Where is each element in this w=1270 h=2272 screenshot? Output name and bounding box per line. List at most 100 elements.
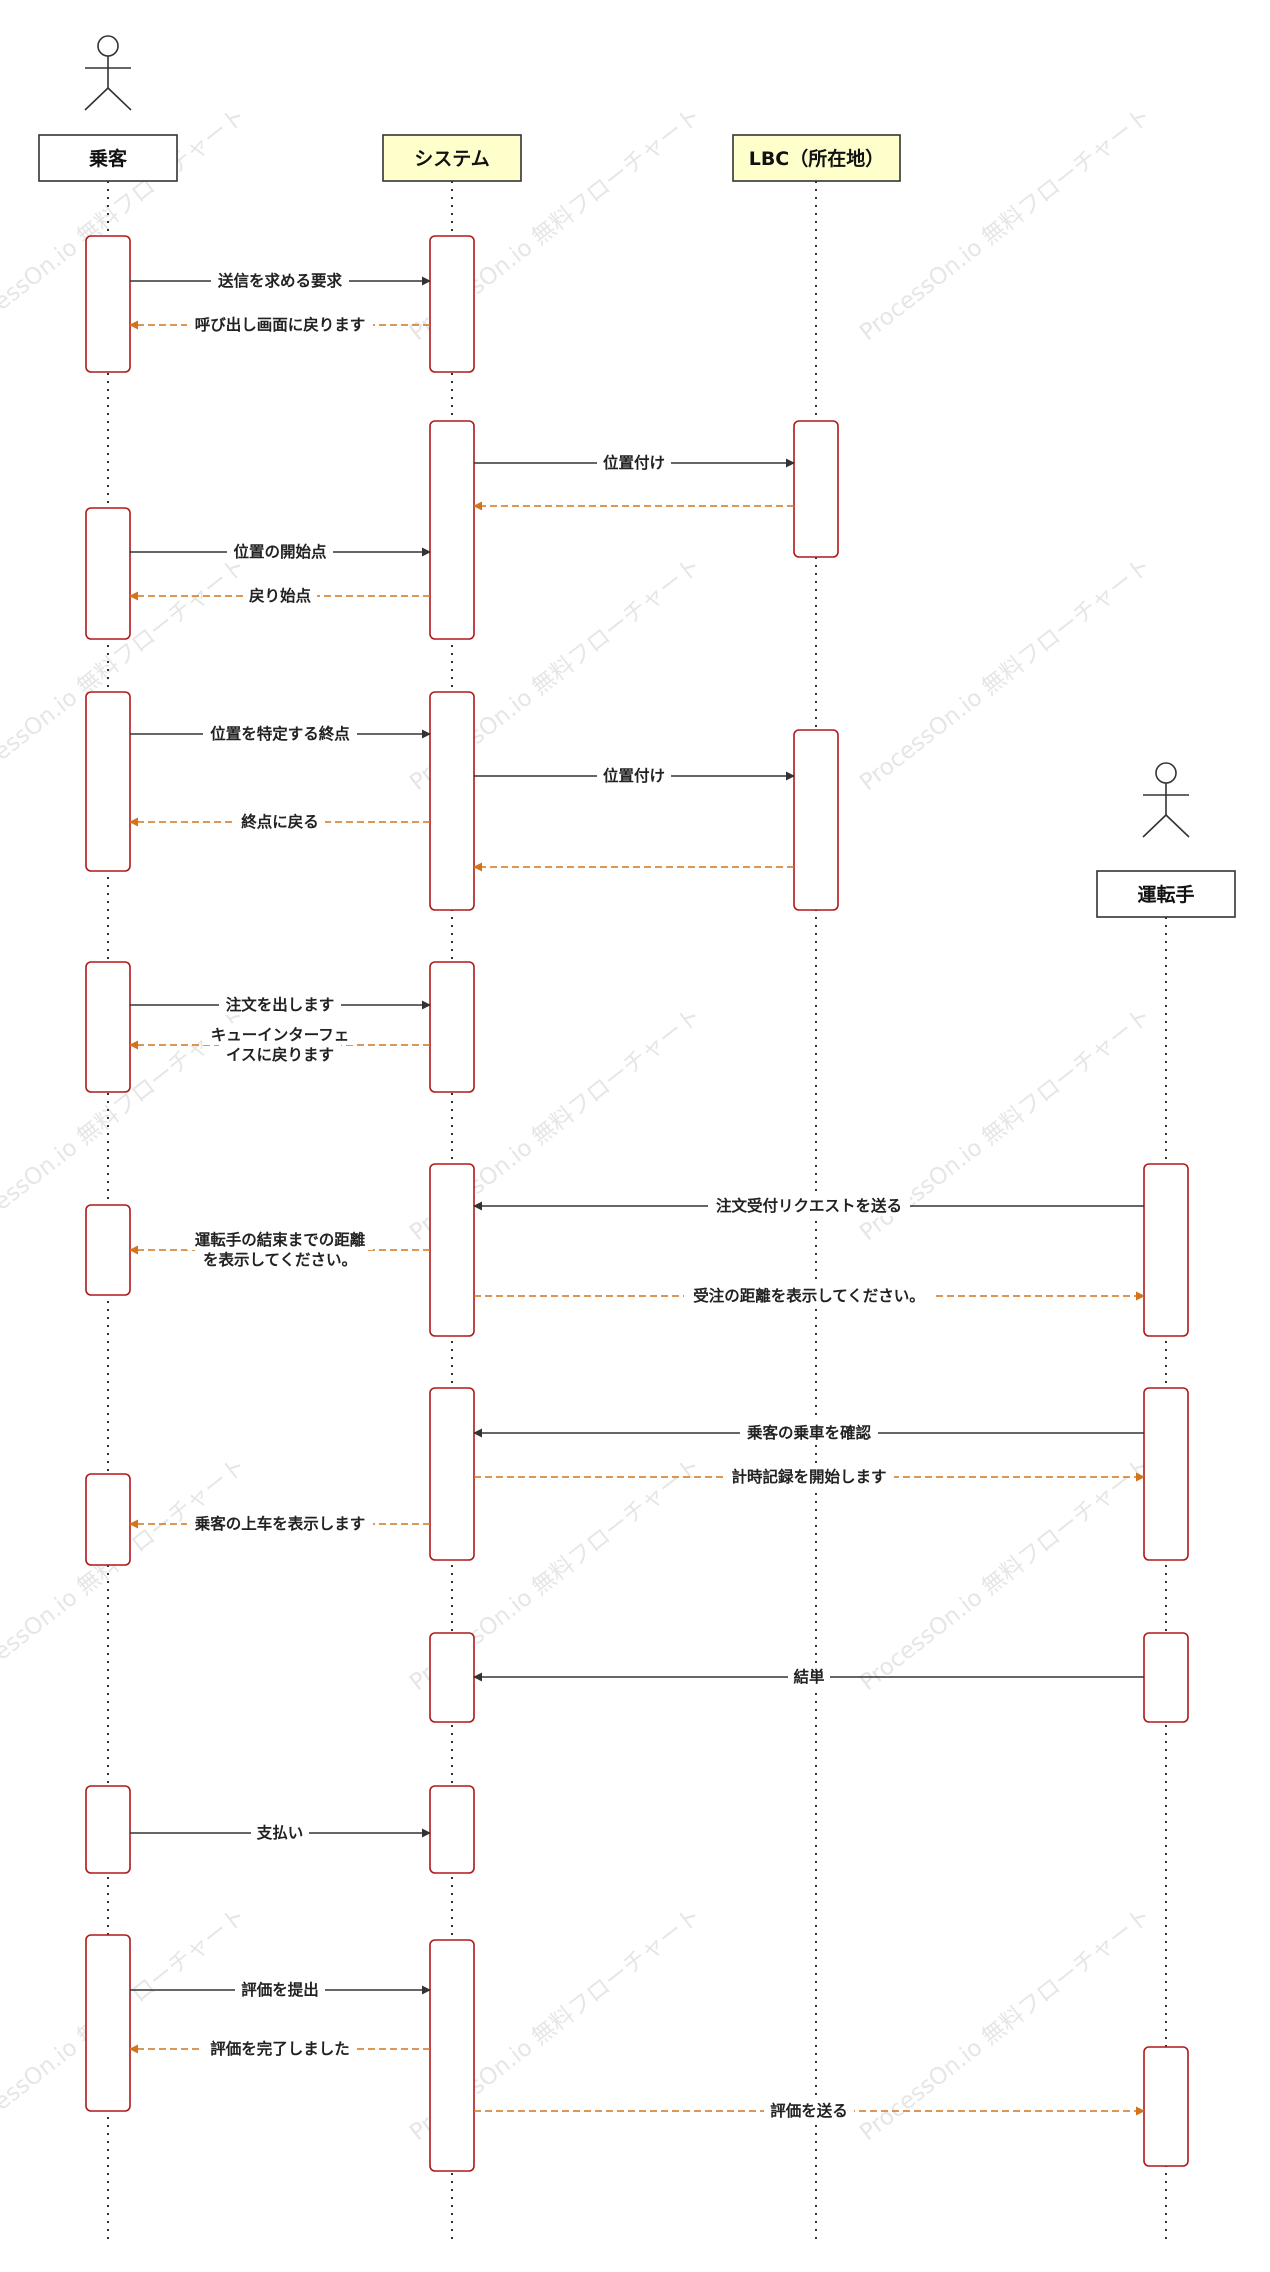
activation-bar-system bbox=[429, 961, 475, 1093]
activation-bar-passenger bbox=[85, 1473, 131, 1566]
message-label: 評価を送る bbox=[770, 2101, 848, 2120]
message-return: 評価を送る bbox=[474, 2099, 1145, 2121]
activation-bar-driver bbox=[1143, 1632, 1189, 1723]
message-request: 注文受付リクエストを送る bbox=[473, 1194, 1144, 1216]
participant-box bbox=[38, 134, 178, 182]
message-label-bg bbox=[243, 584, 317, 606]
actor-icon bbox=[84, 35, 132, 111]
activation-bar-lbc bbox=[793, 420, 839, 558]
activation-bars bbox=[85, 235, 1189, 2172]
participant-box bbox=[382, 134, 522, 182]
message-request: 位置付け bbox=[474, 764, 795, 786]
message-label: 呼び出し画面に戻ります bbox=[195, 315, 366, 334]
actor-icon bbox=[1142, 762, 1190, 838]
activation-bar-passenger bbox=[85, 691, 131, 872]
message-label: 注文を出します bbox=[226, 995, 335, 1014]
message-label-bg bbox=[708, 1194, 910, 1216]
message-label: 受注の距離を表示してください。 bbox=[693, 1286, 925, 1305]
message-label-bg bbox=[219, 993, 341, 1015]
message-label-bg bbox=[203, 722, 357, 744]
message-request: 送信を求める要求 bbox=[130, 269, 431, 291]
message-request: 評価を提出 bbox=[130, 1978, 431, 2000]
message-label: イスに戻ります bbox=[226, 1045, 334, 1064]
lifelines bbox=[107, 181, 1167, 2240]
activation-bar-driver bbox=[1143, 2046, 1189, 2167]
message-label-bg bbox=[211, 269, 349, 291]
activation-bar-passenger bbox=[85, 507, 131, 640]
activation-bar-system bbox=[429, 1785, 475, 1874]
message-label-bg bbox=[724, 1465, 894, 1487]
participant-label: 乗客 bbox=[89, 147, 128, 170]
activation-bar-system bbox=[429, 1939, 475, 2172]
activation-bar-passenger bbox=[85, 1785, 131, 1874]
activation-bar-passenger bbox=[85, 1204, 131, 1296]
message-label-bg bbox=[235, 810, 325, 832]
activation-bar-lbc bbox=[793, 729, 839, 911]
message-label: 乗客の上车を表示します bbox=[195, 1514, 366, 1533]
message-label: 位置付け bbox=[603, 453, 665, 472]
activation-bar-system bbox=[429, 691, 475, 911]
participant-label: 運転手 bbox=[1137, 883, 1194, 906]
activation-bar-system bbox=[429, 1163, 475, 1337]
participant-label: システム bbox=[414, 148, 489, 170]
participant-passenger: 乗客 bbox=[38, 35, 178, 182]
message-label-bg bbox=[684, 1284, 934, 1306]
message-label: キューインターフェ bbox=[211, 1026, 350, 1044]
activation-bar-driver bbox=[1143, 1387, 1189, 1561]
message-request: 位置付け bbox=[474, 451, 795, 473]
participant-driver: 運転手 bbox=[1096, 762, 1236, 918]
watermark-layer: ProcessOn.io 無料フローチャート ProcessOn.io 無料フロー… bbox=[0, 103, 1156, 2146]
message-label: 終点に戻る bbox=[241, 812, 319, 831]
message-label-bg bbox=[219, 1043, 341, 1065]
message-label-bg bbox=[251, 1821, 309, 1843]
message-return: 計時記録を開始します bbox=[474, 1465, 1145, 1487]
message-label: 結単 bbox=[793, 1667, 825, 1686]
message-return: 終点に戻る bbox=[129, 810, 430, 832]
message-request: 注文を出します bbox=[130, 993, 431, 1015]
watermark-text: ProcessOn.io 無料フローチャート bbox=[855, 1453, 1156, 1696]
message-label-bg bbox=[227, 540, 333, 562]
activation-bar-system bbox=[429, 1387, 475, 1561]
message-return: 乗客の上车を表示します bbox=[129, 1512, 430, 1534]
message-label: 評価を完了しました bbox=[210, 2039, 350, 2058]
message-request: 結単 bbox=[473, 1665, 1144, 1687]
participant-label: LBC（所在地） bbox=[749, 147, 885, 170]
message-label-bg bbox=[195, 1248, 365, 1270]
message-request: 乗客の乗車を確認 bbox=[473, 1421, 1144, 1443]
activation-bar-system bbox=[429, 235, 475, 373]
message-label-bg bbox=[597, 451, 671, 473]
message-label: を表示してください。 bbox=[203, 1250, 357, 1269]
message-label-bg bbox=[187, 1512, 373, 1534]
message-label: 位置を特定する終点 bbox=[210, 724, 350, 743]
message-label: 位置の開始点 bbox=[233, 542, 327, 561]
message-label: 運転手の結束までの距離 bbox=[195, 1230, 366, 1249]
message-request: 位置の開始点 bbox=[130, 540, 431, 562]
participant-system: システム bbox=[382, 134, 522, 182]
messages: 送信を求める要求呼び出し画面に戻ります位置付け位置の開始点戻り始点位置を特定する… bbox=[129, 269, 1145, 2121]
message-return: 受注の距離を表示してください。 bbox=[474, 1284, 1145, 1306]
participant-box bbox=[1096, 870, 1236, 918]
message-return: 戻り始点 bbox=[129, 584, 430, 606]
activation-bar-system bbox=[429, 1632, 475, 1723]
activation-bar-passenger bbox=[85, 961, 131, 1093]
message-label: 支払い bbox=[256, 1823, 304, 1842]
message-label-bg bbox=[203, 2037, 357, 2059]
message-return: 呼び出し画面に戻ります bbox=[129, 313, 430, 335]
message-label: 戻り始点 bbox=[248, 586, 312, 605]
message-label: 評価を提出 bbox=[241, 1980, 319, 1999]
message-label-bg bbox=[740, 1421, 878, 1443]
message-label: 乗客の乗車を確認 bbox=[747, 1423, 872, 1442]
message-label: 注文受付リクエストを送る bbox=[716, 1196, 902, 1215]
participant-lbc: LBC（所在地） bbox=[732, 134, 901, 182]
message-label: 位置付け bbox=[603, 766, 665, 785]
participant-headers: 乗客 システム LBC（所在地） 運転手 bbox=[38, 35, 1236, 918]
message-label-bg bbox=[187, 1228, 373, 1250]
message-label: 送信を求める要求 bbox=[217, 271, 343, 290]
message-label-bg bbox=[203, 1023, 357, 1045]
watermark-text: ProcessOn.io 無料フローチャート bbox=[855, 1903, 1156, 2146]
message-return: 評価を完了しました bbox=[129, 2037, 430, 2059]
activation-bar-passenger bbox=[85, 1934, 131, 2112]
message-label-bg bbox=[764, 2099, 854, 2121]
message-label-bg bbox=[235, 1978, 325, 2000]
